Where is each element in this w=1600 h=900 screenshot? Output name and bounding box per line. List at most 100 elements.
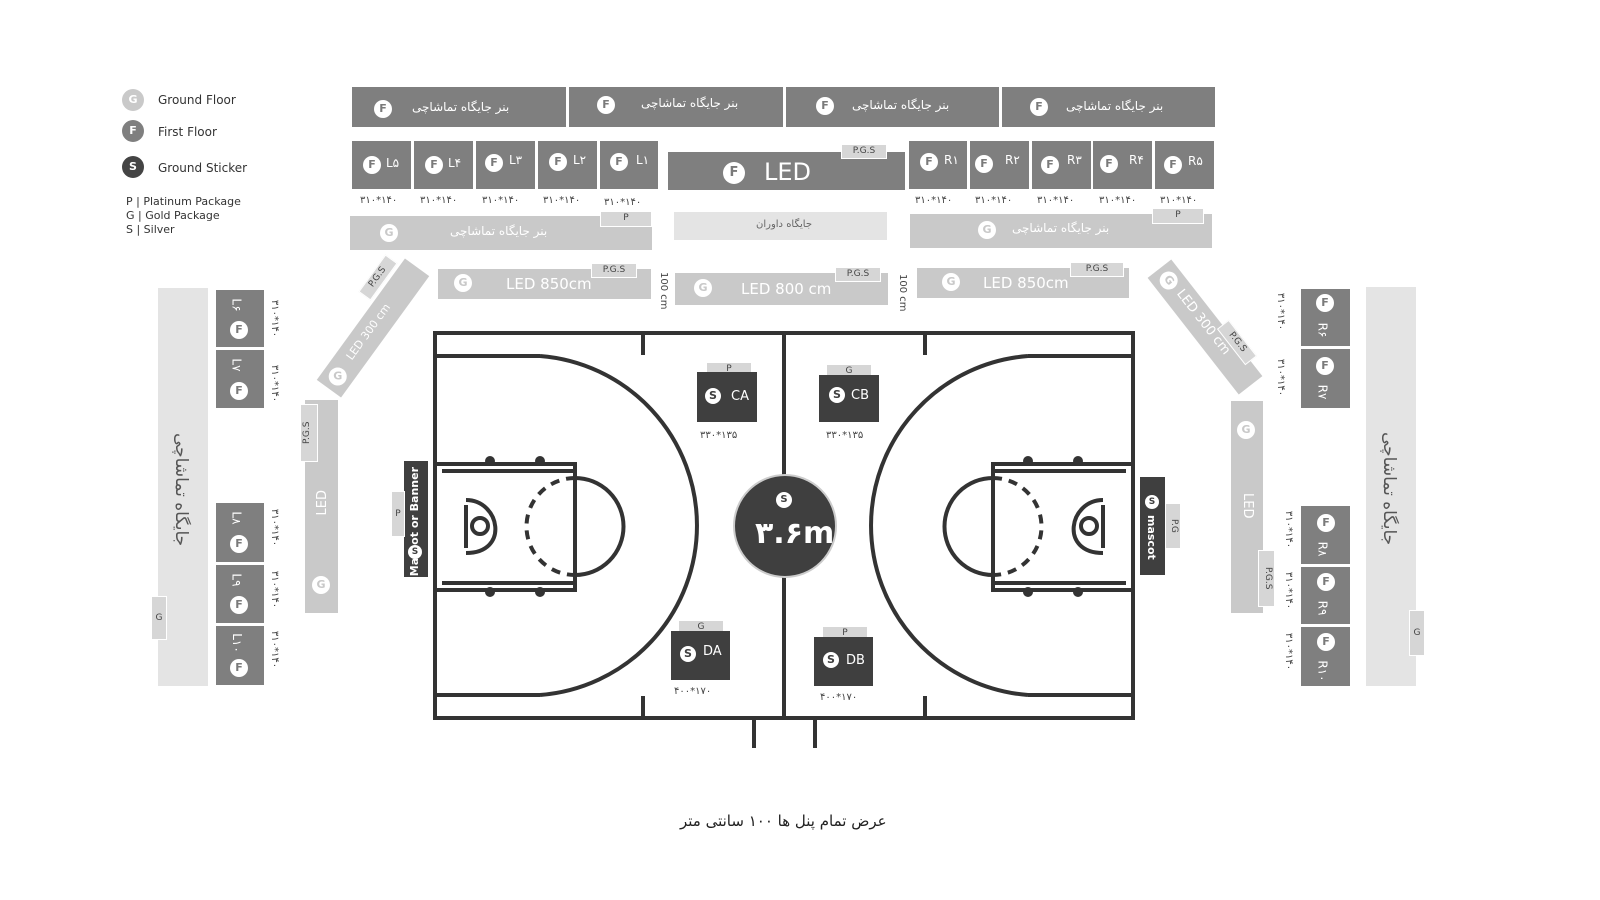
ground-banner-label: بنر جایگاه تماشاچی [1012, 221, 1110, 235]
sticker-dimension: ۳۳۰*۱۳۵ [700, 430, 738, 441]
center-sticker: S ۳.۶m [733, 474, 837, 578]
first-floor-icon: F [122, 120, 144, 142]
package-tag: P [600, 211, 652, 227]
first-floor-icon: F [610, 153, 628, 171]
ground-floor-icon: G [694, 279, 712, 297]
package-tag: P.G.S [835, 267, 881, 282]
ground-floor-icon: G [978, 221, 996, 239]
first-floor-icon: F [363, 156, 381, 174]
top-banner-4: F بنر جایگاه تماشاچی [1002, 87, 1215, 127]
panel-label: R۱ [944, 153, 959, 167]
first-floor-icon: F [1317, 573, 1335, 591]
panel-dimension: ۳۱۰*۱۴۰ [1037, 195, 1075, 206]
panel-dimension: ۳۱۰*۱۴۰ [975, 195, 1013, 206]
sticker-label: CB [851, 388, 869, 403]
first-floor-icon: F [1317, 514, 1335, 532]
sticker-dimension: ۴۰۰*۱۷۰ [820, 692, 858, 703]
ground-floor-icon: G [454, 274, 472, 292]
first-floor-icon: F [1316, 357, 1334, 375]
ground-banner-label: بنر جایگاه تماشاچی [450, 224, 548, 238]
first-floor-icon: F [1100, 155, 1118, 173]
legend-platinum: P | Platinum Package [126, 195, 241, 208]
first-floor-icon: F [723, 162, 745, 184]
ground-banner-left: G بنر جایگاه تماشاچی [350, 216, 652, 250]
panel-dimension: ۳۱۰*۱۴۰ [915, 195, 953, 206]
mascot-banner-right: S mascot [1140, 477, 1165, 575]
panel-r3: F R۳ [1032, 141, 1091, 189]
legend-ground-floor: Ground Floor [158, 93, 236, 107]
stand-right: جایگاه تماشاچی [1366, 287, 1416, 686]
panel-label: R۳ [1067, 153, 1082, 167]
panel-label: L۱ [636, 153, 650, 167]
center-size-label: ۳.۶m [755, 516, 835, 551]
gap-label: 100 cm [897, 274, 908, 312]
sticker-cb: S CB [819, 375, 879, 422]
panel-dimension: ۳۱۰*۱۴۰ [482, 195, 520, 206]
gap-label: 100 cm [658, 272, 669, 310]
panel-label: L۵ [386, 156, 400, 170]
first-floor-icon: F [230, 321, 248, 339]
panel-l9: F L۹ [216, 565, 264, 623]
panel-l3: F L۳ [476, 141, 535, 189]
first-floor-icon: F [1316, 294, 1334, 312]
panel-r10: F R۱۰ [1301, 627, 1350, 686]
referee-label: جایگاه داوران [756, 219, 813, 230]
package-tag: G [151, 596, 167, 640]
ground-sticker-icon: S [408, 545, 422, 559]
first-floor-icon: F [230, 535, 248, 553]
top-banner-label: بنر جایگاه تماشاچی [852, 98, 950, 112]
led-label: LED [1240, 493, 1255, 519]
center-led-label: LED [764, 158, 812, 186]
legend-gold: G | Gold Package [126, 209, 220, 222]
first-floor-icon: F [1041, 156, 1059, 174]
sticker-dimension: ۴۰۰*۱۷۰ [674, 686, 712, 697]
ground-sticker-icon: S [823, 652, 839, 668]
sticker-dimension: ۳۳۰*۱۳۵ [826, 430, 864, 441]
panel-label: R۵ [1188, 154, 1203, 168]
panel-r7: F R۷ [1301, 349, 1350, 408]
panel-label: L۲ [573, 153, 587, 167]
panel-dimension: ۳۱۰*۱۴۰ [1160, 195, 1198, 206]
panel-l1: F L۱ [600, 141, 658, 189]
first-floor-icon: F [920, 153, 938, 171]
first-floor-icon: F [975, 155, 993, 173]
package-tag: P.G.S [1070, 262, 1124, 277]
panel-l4: F L۴ [414, 141, 473, 189]
panel-r6: F R۶ [1301, 289, 1350, 346]
package-tag: P.G [1165, 503, 1181, 549]
sticker-label: DB [846, 653, 865, 668]
led-label: LED 850cm [506, 275, 592, 293]
ground-sticker-icon: S [829, 387, 845, 403]
ground-sticker-icon: S [705, 388, 721, 404]
top-banner-label: بنر جایگاه تماشاچی [641, 96, 739, 110]
top-banner-2: F بنر جایگاه تماشاچی [569, 87, 783, 127]
package-tag: P [391, 491, 405, 537]
panel-l8: F L۸ [216, 503, 264, 562]
sticker-da: S DA [671, 631, 730, 680]
sticker-label: CA [731, 389, 749, 404]
ground-floor-icon: G [122, 89, 144, 111]
first-floor-icon: F [597, 96, 615, 114]
package-tag: P.G.S [841, 144, 887, 159]
panel-r1: F R۱ [909, 141, 967, 189]
panel-dimension: ۳۱۰*۱۴۰ [543, 195, 581, 206]
first-floor-icon: F [549, 153, 567, 171]
panel-r9: F R۹ [1301, 567, 1350, 624]
package-tag: P.G.S [591, 263, 637, 278]
top-banner-1: F بنر جایگاه تماشاچی [352, 87, 566, 127]
panel-r2: F R۲ [970, 141, 1029, 189]
ground-floor-icon: G [312, 576, 330, 594]
first-floor-icon: F [1164, 156, 1182, 174]
ground-sticker-icon: S [122, 156, 144, 178]
sticker-label: DA [703, 644, 722, 659]
sticker-db: S DB [814, 637, 873, 686]
first-floor-icon: F [485, 154, 503, 172]
panel-l6: F L۶ [216, 290, 264, 347]
first-floor-icon: F [425, 156, 443, 174]
stand-label: جایگاه تماشاچی [1379, 432, 1399, 546]
package-tag: G [1409, 610, 1425, 656]
ground-floor-icon: G [1237, 421, 1255, 439]
panel-dimension: ۳۱۰*۱۴۰ [360, 195, 398, 206]
first-floor-icon: F [230, 596, 248, 614]
first-floor-icon: F [374, 100, 392, 118]
